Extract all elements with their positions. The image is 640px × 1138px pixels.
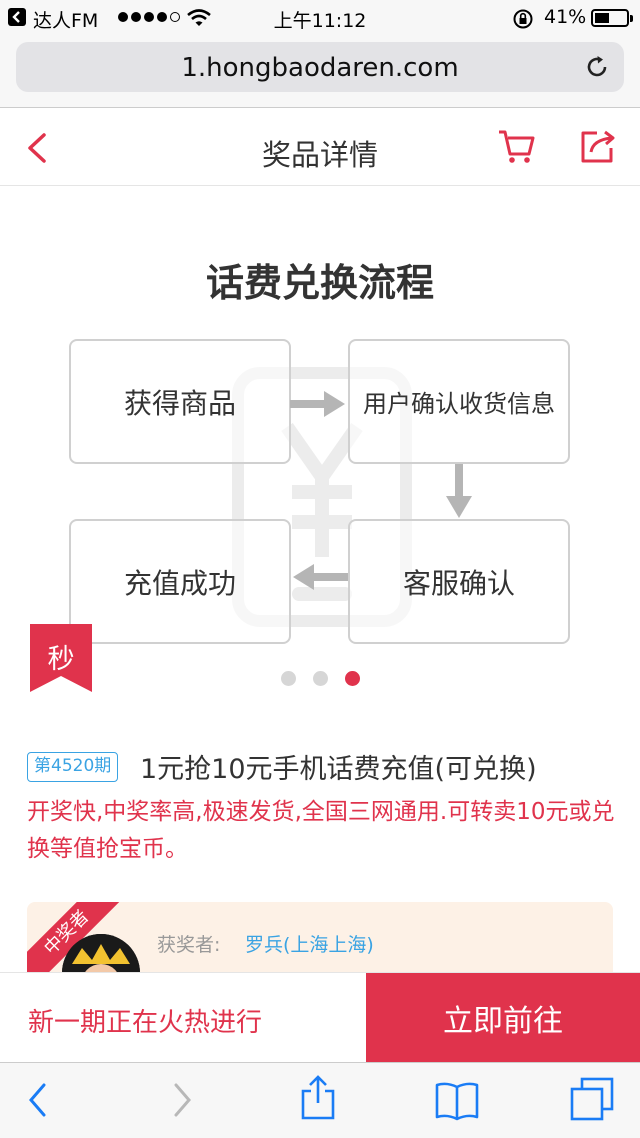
product-banner-carousel[interactable]: 话费兑换流程 获得商品 用户确认收货信息 客服确认 充值成功 秒 bbox=[0, 187, 640, 712]
battery-percent: 41% bbox=[544, 6, 587, 28]
winner-label: 获奖者: bbox=[157, 934, 221, 956]
flow-step-recharge-success: 充值成功 bbox=[69, 519, 291, 644]
wifi-icon bbox=[187, 9, 211, 26]
winner-name-link[interactable]: 罗兵(上海上海) bbox=[245, 934, 374, 956]
bottom-action-bar: 新一期正在火热进行 立即前往 bbox=[0, 972, 640, 1063]
period-badge: 第4520期 bbox=[27, 752, 119, 782]
banner-title: 话费兑换流程 bbox=[205, 261, 434, 305]
signal-icon bbox=[118, 12, 180, 22]
back-to-app-icon[interactable] bbox=[8, 8, 26, 26]
page-title: 奖品详情 bbox=[261, 138, 378, 172]
product-title: 1元抢10元手机话费充值(可兑换) bbox=[140, 754, 537, 785]
cart-icon[interactable] bbox=[497, 128, 537, 166]
arrow-right-icon bbox=[290, 391, 345, 417]
address-bar[interactable]: 1.hongbaodaren.com bbox=[16, 42, 624, 92]
arrow-down-icon bbox=[446, 464, 472, 518]
tabs-icon[interactable] bbox=[570, 1077, 614, 1121]
page-header: 奖品详情 bbox=[0, 108, 640, 186]
new-period-status: 新一期正在火热进行 bbox=[28, 1008, 263, 1038]
status-time: 上午11:12 bbox=[273, 10, 367, 32]
back-icon[interactable] bbox=[24, 132, 50, 164]
arrow-left-icon bbox=[293, 564, 348, 590]
share-icon[interactable] bbox=[579, 128, 617, 166]
flow-step-confirm-shipping: 用户确认收货信息 bbox=[348, 339, 570, 464]
flow-step-get-product: 获得商品 bbox=[69, 339, 291, 464]
reload-icon[interactable] bbox=[584, 54, 610, 80]
bookmarks-icon[interactable] bbox=[434, 1081, 480, 1121]
carousel-pagination[interactable] bbox=[0, 671, 640, 686]
browser-back-icon[interactable] bbox=[26, 1081, 50, 1119]
battery-icon bbox=[591, 9, 633, 27]
carousel-dot-active[interactable] bbox=[344, 671, 360, 686]
seckill-label: 秒 bbox=[47, 644, 75, 675]
go-now-button[interactable]: 立即前往 bbox=[366, 973, 640, 1063]
browser-forward-icon[interactable] bbox=[170, 1081, 194, 1119]
flow-step-service-confirm: 客服确认 bbox=[348, 519, 570, 644]
seckill-badge-icon bbox=[30, 624, 92, 692]
phone-yuan-watermark-icon bbox=[232, 367, 412, 627]
carousel-dot[interactable] bbox=[312, 671, 328, 686]
carousel-dot[interactable] bbox=[280, 671, 296, 686]
browser-toolbar bbox=[0, 1062, 640, 1138]
back-app-name[interactable]: 达人FM bbox=[33, 10, 99, 32]
browser-share-icon[interactable] bbox=[300, 1075, 336, 1121]
address-url[interactable]: 1.hongbaodaren.com bbox=[181, 53, 459, 83]
product-description: 开奖快,中奖率高,极速发货,全国三网通用.可转卖10元或兑换等值抢宝币。 bbox=[27, 799, 615, 862]
status-bar: 达人FM 上午11:12 41% bbox=[0, 0, 640, 36]
rotation-lock-icon bbox=[513, 9, 533, 29]
browser-address-area: 1.hongbaodaren.com bbox=[0, 36, 640, 108]
